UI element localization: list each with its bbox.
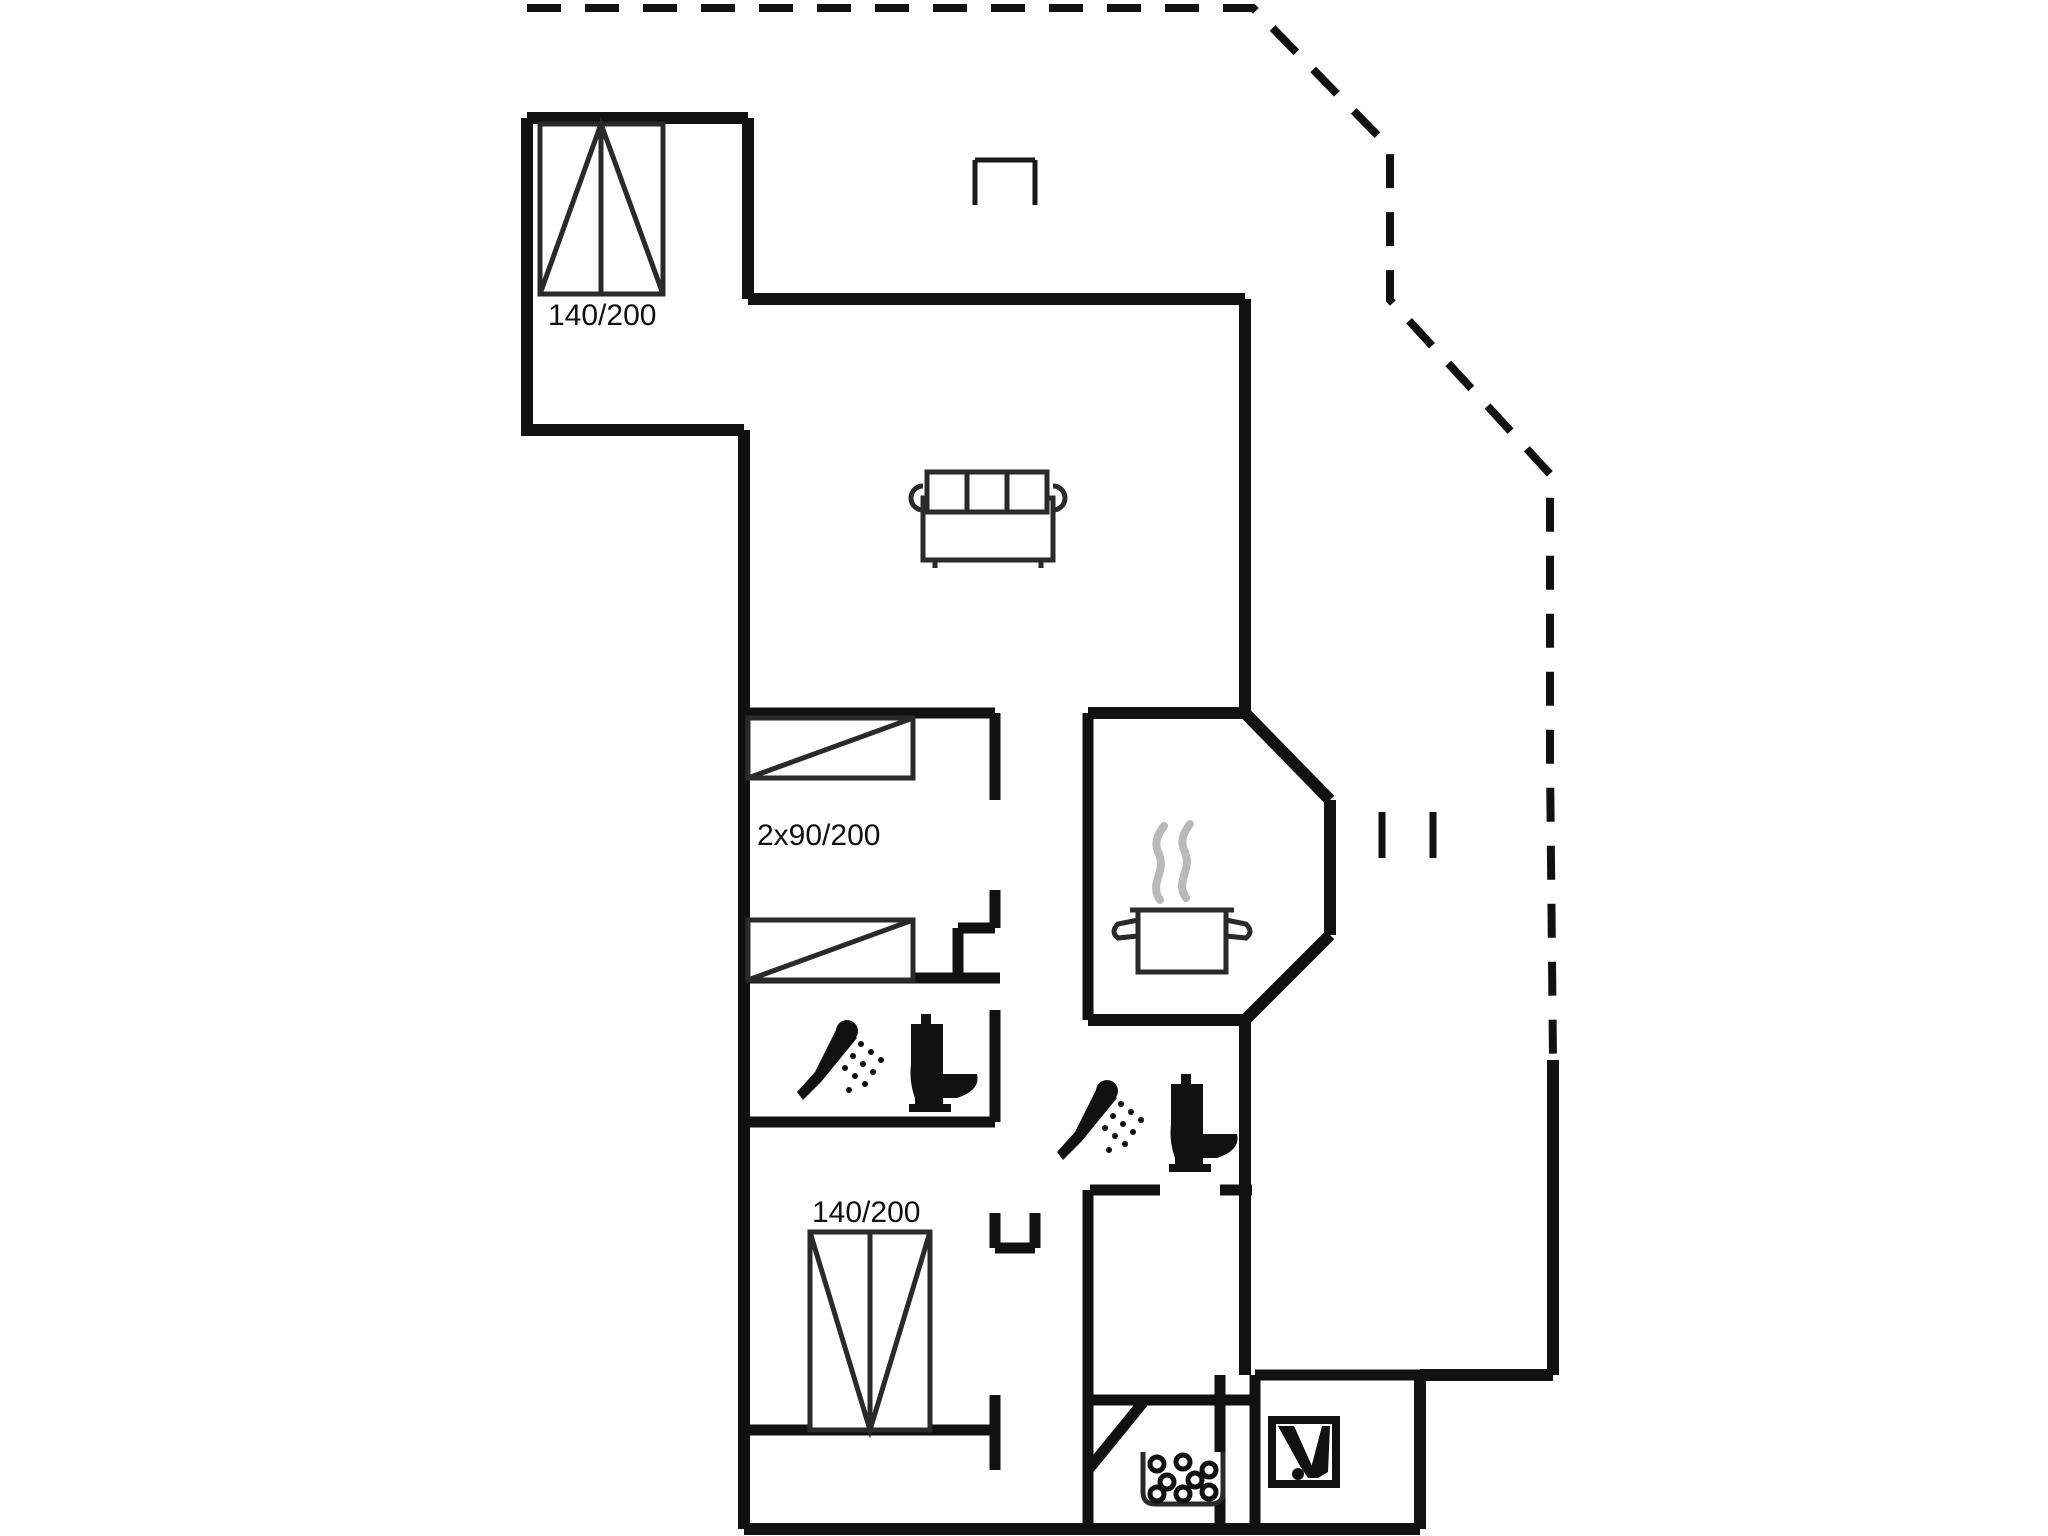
terrace-outline — [527, 3, 1557, 1061]
bed-south-dimension-label: 140/200 — [812, 1196, 920, 1229]
terrace-tick-marks — [1378, 812, 1437, 858]
toilet-icon — [1169, 1074, 1238, 1172]
bathroom-west-fixtures — [797, 1014, 978, 1112]
bed-double-icon-north — [537, 116, 666, 297]
bathroom-east-fixtures — [1057, 1074, 1238, 1172]
chimney-icon — [972, 157, 1038, 205]
washing-machine-icon — [1140, 1452, 1226, 1507]
shower-icon — [797, 1020, 884, 1100]
bed-single-icon-upper — [745, 715, 916, 781]
cleaning-cabinet-icon — [1268, 1416, 1340, 1488]
sofa-icon — [908, 469, 1068, 568]
bed-north-dimension-label: 140/200 — [548, 299, 656, 332]
toilet-icon — [909, 1014, 978, 1112]
bed-twin-dimension-label: 2x90/200 — [757, 819, 880, 852]
cooking-pot-icon — [1111, 820, 1253, 975]
utility-angled-wall — [1083, 1394, 1250, 1474]
bed-single-icon-lower — [745, 917, 916, 983]
bed-double-icon-south — [807, 1229, 933, 1439]
shower-icon — [1057, 1080, 1144, 1160]
outer-walls — [521, 112, 1559, 1535]
